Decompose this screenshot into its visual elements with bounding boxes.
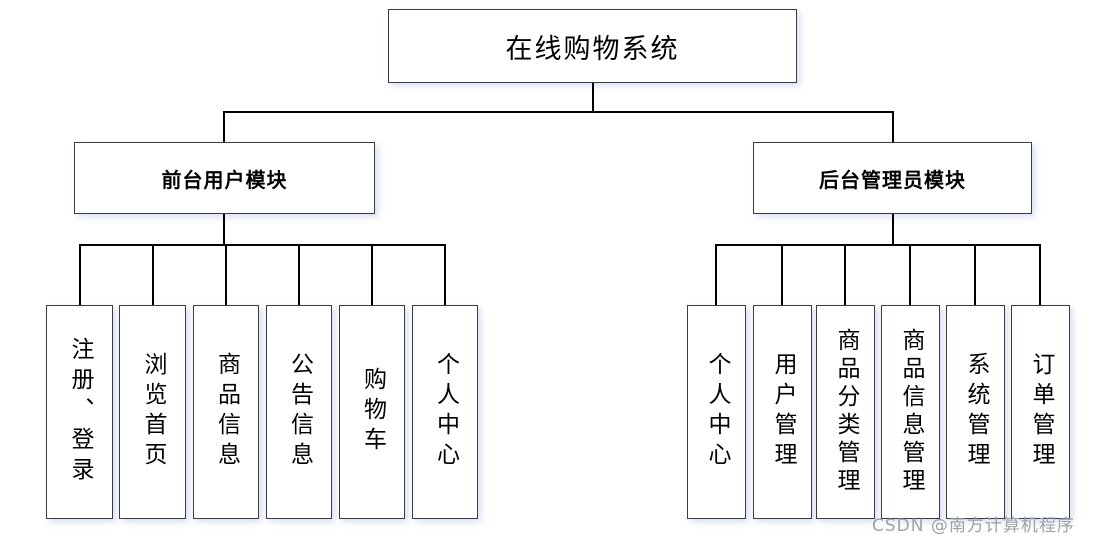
leaf-node-browse-homepage: 浏览首页 <box>119 305 186 519</box>
connector-line <box>844 244 846 305</box>
leaf-node-order-management: 订单管理 <box>1011 305 1070 519</box>
leaf-node-personal-center-front: 个人中心 <box>412 305 478 519</box>
root-node-label: 在线购物系统 <box>505 33 680 65</box>
leaf-node-label: 商品信息管理 <box>898 328 924 496</box>
leaf-node-product-info-management: 商品信息管理 <box>881 305 940 519</box>
connector-line <box>892 214 894 246</box>
connector-line <box>592 83 594 112</box>
leaf-node-register-login: 注册、登录 <box>46 305 113 519</box>
connector-line <box>223 111 225 142</box>
connector-line <box>909 244 911 305</box>
leaf-node-label: 系统管理 <box>963 352 989 472</box>
connector-line <box>1039 244 1041 305</box>
branch-node-label: 后台管理员模块 <box>819 167 966 192</box>
leaf-node-shopping-cart: 购物车 <box>339 305 405 519</box>
leaf-node-label: 个人中心 <box>704 352 730 472</box>
leaf-node-label: 购物车 <box>359 367 386 457</box>
leaf-node-announcement-info: 公告信息 <box>266 305 332 519</box>
leaf-node-system-management: 系统管理 <box>946 305 1005 519</box>
leaf-node-user-management: 用户管理 <box>753 305 812 519</box>
leaf-node-product-category-management: 商品分类管理 <box>816 305 875 519</box>
leaf-node-label: 商品分类管理 <box>833 328 859 496</box>
root-node: 在线购物系统 <box>388 9 797 83</box>
connector-line <box>371 244 373 305</box>
branch-node-backend-admin-module: 后台管理员模块 <box>753 142 1032 214</box>
connector-line <box>225 244 227 305</box>
branch-node-frontend-user-module: 前台用户模块 <box>74 142 375 214</box>
connector-line <box>79 244 446 246</box>
connector-line <box>974 244 976 305</box>
leaf-node-label: 个人中心 <box>432 352 459 472</box>
connector-line <box>298 244 300 305</box>
leaf-node-label: 注册、登录 <box>67 337 93 487</box>
connector-line <box>152 244 154 305</box>
branch-node-label: 前台用户模块 <box>161 167 288 192</box>
connector-line <box>223 214 225 246</box>
connector-line <box>79 244 81 305</box>
leaf-node-label: 订单管理 <box>1028 352 1054 472</box>
csdn-watermark: CSDN @南方计算机程序 <box>872 516 1075 536</box>
connector-line <box>444 244 446 305</box>
leaf-node-personal-center-admin: 个人中心 <box>687 305 746 519</box>
connector-line <box>781 244 783 305</box>
leaf-node-label: 公告信息 <box>286 352 313 472</box>
connector-line <box>892 111 894 142</box>
leaf-node-label: 浏览首页 <box>140 352 166 472</box>
leaf-node-product-info: 商品信息 <box>193 305 259 519</box>
leaf-node-label: 商品信息 <box>213 352 240 472</box>
leaf-node-label: 用户管理 <box>770 352 796 472</box>
connector-line <box>715 244 717 305</box>
connector-line <box>223 111 894 113</box>
connector-line <box>715 244 1041 246</box>
